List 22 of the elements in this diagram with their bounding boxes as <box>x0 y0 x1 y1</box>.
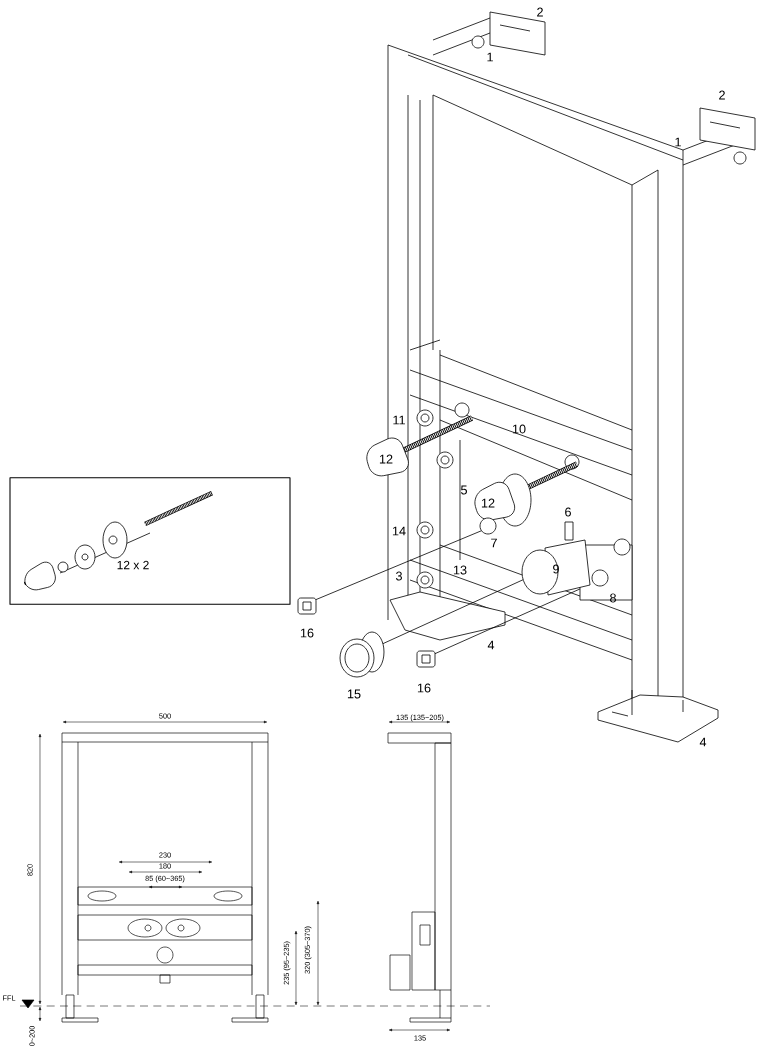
callout-number: 7 <box>491 538 497 548</box>
callout-number: 13 <box>453 565 467 575</box>
callout-number: 1 <box>487 52 493 62</box>
callout-number: 5 <box>461 485 467 495</box>
callout-number: 8 <box>610 593 616 603</box>
callout-number: 16 <box>417 683 431 693</box>
callout-number: 2 <box>719 90 725 100</box>
callout-number: 4 <box>699 737 707 747</box>
callout-number: 14 <box>392 526 406 536</box>
callout-number: 3 <box>395 571 402 581</box>
callout-number: 12 <box>379 454 393 464</box>
callout-number: 4 <box>487 640 495 650</box>
callout-number: 9 <box>553 564 559 574</box>
callout-number: 16 <box>300 628 314 638</box>
callout-number: 6 <box>565 507 571 517</box>
callout-number: 10 <box>512 424 526 434</box>
callout-number: 1 <box>675 137 681 147</box>
callout-number: 15 <box>347 689 361 699</box>
callout-number: 2 <box>537 7 543 17</box>
inset-box: 12 x 2 <box>9 477 291 605</box>
callout-number: 11 <box>393 415 405 425</box>
callout-number: 12 <box>481 498 495 508</box>
